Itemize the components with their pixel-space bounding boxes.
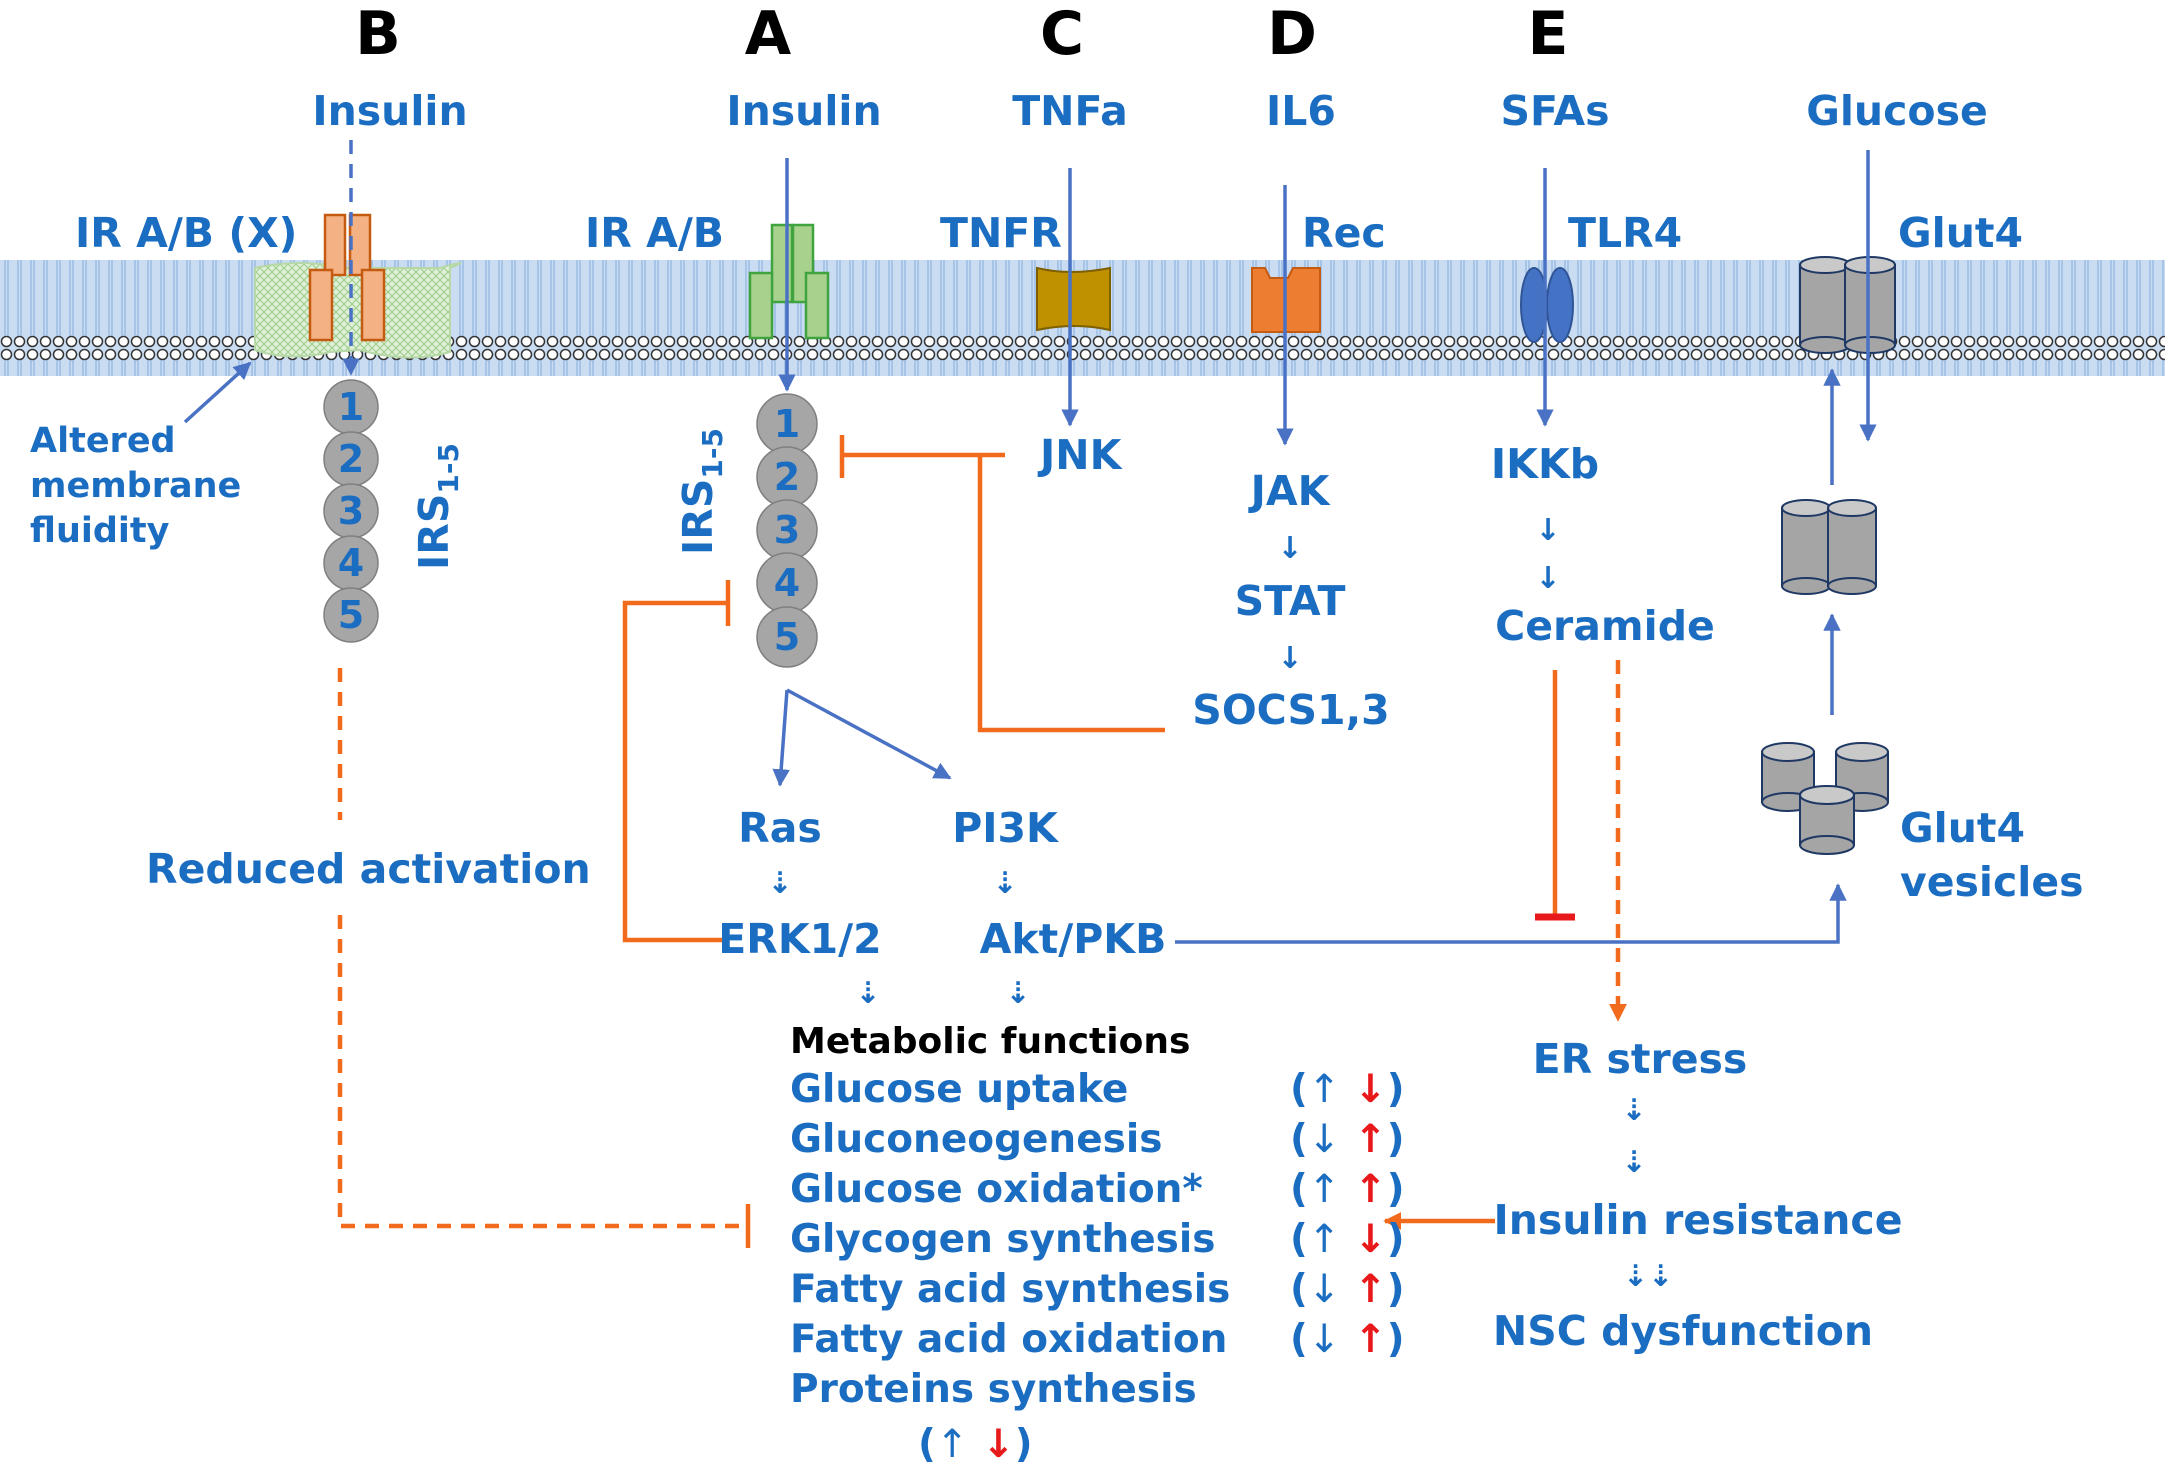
irs-b-unit-3: 3 bbox=[338, 489, 364, 533]
metabolic-item-change: (↓ ↑) bbox=[1290, 1267, 1405, 1312]
tlr4-receptor bbox=[1520, 267, 1574, 343]
pi3k-to-akt-arrow: ⇣ bbox=[992, 866, 1017, 901]
receptor-label-ir-b: IR A/B (X) bbox=[75, 209, 297, 257]
glut4-vesicle-cluster bbox=[1761, 742, 1889, 855]
er-stress-label: ER stress bbox=[1533, 1035, 1748, 1083]
metabolic-item-label: Glycogen synthesis bbox=[790, 1217, 1215, 1262]
panel-label-c: C bbox=[1040, 0, 1084, 69]
receptor-label-glut4: Glut4 bbox=[1898, 209, 2023, 257]
ligand-sfas: SFAs bbox=[1501, 87, 1610, 135]
receptor-label-tlr4: TLR4 bbox=[1568, 209, 1682, 257]
metabolic-item-label: Gluconeogenesis bbox=[790, 1117, 1162, 1162]
socs-label: SOCS1,3 bbox=[1192, 686, 1389, 734]
ir-b-receptor bbox=[254, 213, 462, 359]
metabolic-item-change: (↑ ↑) bbox=[1290, 1167, 1405, 1212]
metabolic-item-change: (↓ ↑) bbox=[1290, 1317, 1405, 1362]
nsc-dysfunction-label: NSC dysfunction bbox=[1493, 1307, 1873, 1355]
ligand-insulin-b: Insulin bbox=[312, 87, 467, 135]
akt-to-metabolic-arrow: ⇣ bbox=[1005, 976, 1030, 1011]
ceramide-label: Ceramide bbox=[1495, 602, 1715, 650]
panel-label-a: A bbox=[745, 0, 792, 69]
metabolic-item-label: Fatty acid synthesis bbox=[790, 1267, 1230, 1312]
reduced-activation-label: Reduced activation bbox=[146, 845, 591, 893]
erk-label: ERK1/2 bbox=[718, 915, 881, 963]
jak-to-stat-arrow: ↓ bbox=[1277, 531, 1302, 566]
irs-b-unit-5: 5 bbox=[338, 593, 364, 637]
ikkb-label: IKKb bbox=[1491, 440, 1599, 488]
membrane-note-line-2: membrane bbox=[30, 466, 241, 506]
glut4-vesicles-line-1: Glut4 bbox=[1900, 804, 2025, 852]
irs-to-ras-arrow bbox=[772, 689, 790, 787]
er-stress-arrow-1: ⇣ bbox=[1621, 1093, 1646, 1128]
irs-a-unit-4: 4 bbox=[774, 561, 800, 605]
metabolic-item-label: Fatty acid oxidation bbox=[790, 1317, 1227, 1362]
erk-feedback-inhibition bbox=[622, 580, 731, 943]
irs-label-b: IRS1-5 bbox=[410, 443, 465, 570]
metabolic-functions-list: Glucose uptake (↑ ↓) Gluconeogenesis (↓ ↑) G… bbox=[790, 1067, 1405, 1467]
panel-label-b: B bbox=[355, 0, 401, 69]
irs-a-unit-1: 1 bbox=[774, 402, 800, 446]
metabolic-functions-title: Metabolic functions bbox=[790, 1021, 1190, 1062]
reduced-activation-dash-bottom bbox=[337, 915, 745, 1229]
jnk-label: JNK bbox=[1037, 431, 1124, 479]
socs-inhibits-irs bbox=[977, 455, 1165, 733]
ligand-tnfa: TNFa bbox=[1012, 87, 1128, 135]
glut4-intermediate-pair bbox=[1781, 499, 1877, 595]
stat-to-socs-arrow: ↓ bbox=[1277, 641, 1302, 676]
irs-a-unit-5: 5 bbox=[774, 615, 800, 659]
jak-label: JAK bbox=[1248, 467, 1332, 515]
irs-a-unit-3: 3 bbox=[774, 508, 800, 552]
pi3k-label: PI3K bbox=[952, 804, 1060, 852]
receptor-label-ir-a: IR A/B bbox=[585, 209, 724, 257]
ikkb-arrow-1: ↓ bbox=[1535, 513, 1560, 548]
irs-b-unit-2: 2 bbox=[338, 437, 364, 481]
metabolic-item-change: (↑ ↓) bbox=[1290, 1067, 1405, 1112]
irs-b-unit-1: 1 bbox=[338, 385, 364, 429]
metabolic-item-change: (↓ ↑) bbox=[1290, 1117, 1405, 1162]
ligand-glucose: Glucose bbox=[1806, 87, 1988, 135]
irs-to-pi3k-arrow bbox=[786, 688, 952, 780]
akt-to-glut4-arrow bbox=[1175, 883, 1847, 944]
irs-b-unit-4: 4 bbox=[338, 541, 364, 585]
metabolic-item-label: Proteins synthesis bbox=[790, 1367, 1197, 1412]
irs-stack-b: 1 2 3 4 5 bbox=[323, 379, 379, 643]
membrane-note-arrow bbox=[183, 361, 252, 424]
glut4-vesicles-line-2: vesicles bbox=[1900, 858, 2084, 906]
ras-to-erk-arrow: ⇣ bbox=[767, 866, 792, 901]
irs-label-a: IRS1-5 bbox=[674, 428, 729, 555]
panel-label-d: D bbox=[1267, 0, 1317, 69]
erk-to-metabolic-arrow: ⇣ bbox=[855, 976, 880, 1011]
tnfr-receptor bbox=[1036, 266, 1111, 332]
ras-label: Ras bbox=[738, 804, 822, 852]
membrane-note-line-3: fluidity bbox=[30, 511, 170, 551]
glut4-transporter bbox=[1799, 256, 1896, 354]
metabolic-item-label: Glucose uptake bbox=[790, 1067, 1128, 1112]
metabolic-item-change: (↑ ↓) bbox=[918, 1422, 1033, 1467]
ikkb-arrow-2: ↓ bbox=[1535, 561, 1560, 596]
ceramide-inhibits-akt bbox=[1535, 670, 1575, 921]
ir-to-nsc-arrow: ⇣⇣ bbox=[1623, 1259, 1673, 1294]
metabolic-item-change: (↑ ↓) bbox=[1290, 1217, 1405, 1262]
akt-label: Akt/PKB bbox=[980, 915, 1167, 963]
er-stress-arrow-2: ⇣ bbox=[1621, 1145, 1646, 1180]
metabolic-item-label: Glucose oxidation* bbox=[790, 1167, 1203, 1212]
receptor-label-tnfr: TNFR bbox=[940, 209, 1062, 257]
irs-stack-a: 1 2 3 4 5 bbox=[756, 393, 818, 668]
receptor-label-rec: Rec bbox=[1302, 209, 1386, 257]
ligand-insulin-a: Insulin bbox=[726, 87, 881, 135]
ligand-il6: IL6 bbox=[1266, 87, 1336, 135]
insulin-resistance-label: Insulin resistance bbox=[1493, 1196, 1902, 1244]
stat-label: STAT bbox=[1235, 577, 1346, 625]
panel-label-e: E bbox=[1528, 0, 1569, 69]
membrane-note-line-1: Altered bbox=[30, 421, 176, 461]
irs-a-unit-2: 2 bbox=[774, 455, 800, 499]
